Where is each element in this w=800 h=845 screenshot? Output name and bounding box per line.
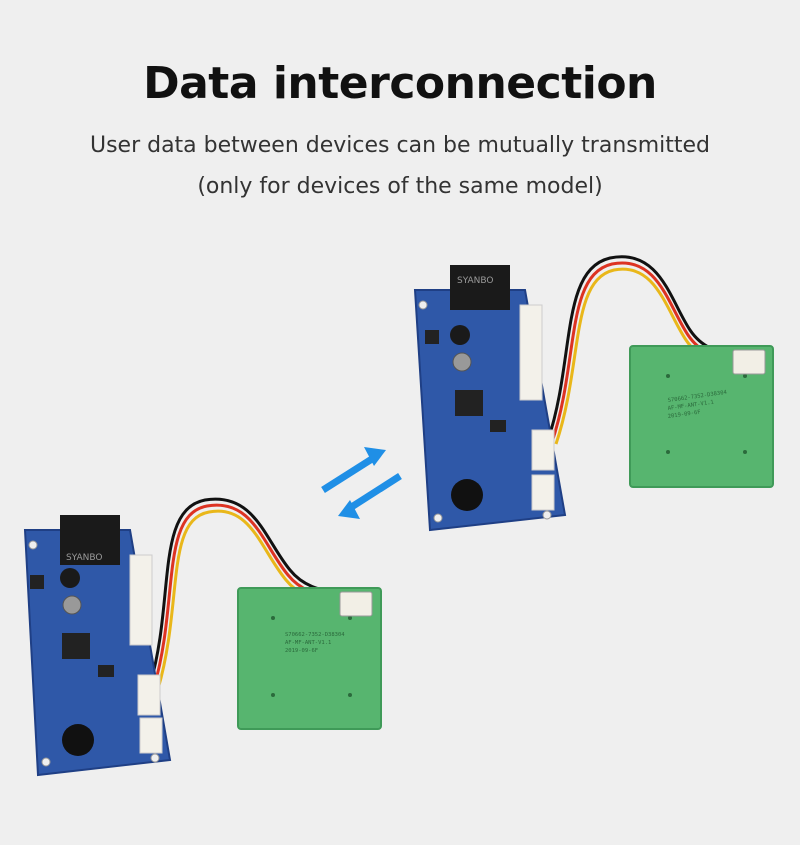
relay-bottom (60, 515, 120, 565)
antenna-text-bottom-3: 2019-09-6F (285, 648, 318, 654)
buzzer-top (451, 479, 483, 511)
page-title: Data interconnection (143, 58, 657, 109)
antenna-text-bottom-1: S70662-7352-D38304 (285, 632, 345, 638)
device-top: S70662-7352-D38304 AF-MF-ANT-V1.1 2019-0… (413, 255, 774, 532)
subtitle-line-1: User data between devices can be mutuall… (89, 133, 711, 158)
buzzer-bottom (62, 724, 94, 756)
relay-top (450, 265, 510, 310)
antenna-text-top-3: 2019-09-6F (667, 409, 701, 420)
device-bottom: S70662-7352-D38304 AF-MF-ANT-V1.1 2019-0… (23, 497, 382, 777)
antenna-text-bottom-2: AF-MF-ANT-V1.1 (285, 640, 331, 646)
subtitle-line-2: (only for devices of the same model) (197, 174, 603, 199)
antenna-board-top (630, 346, 773, 487)
relay-label-bottom: SYANBO (66, 553, 103, 563)
relay-label-top: SYANBO (457, 276, 494, 286)
bidirectional-arrows-icon (321, 447, 402, 519)
